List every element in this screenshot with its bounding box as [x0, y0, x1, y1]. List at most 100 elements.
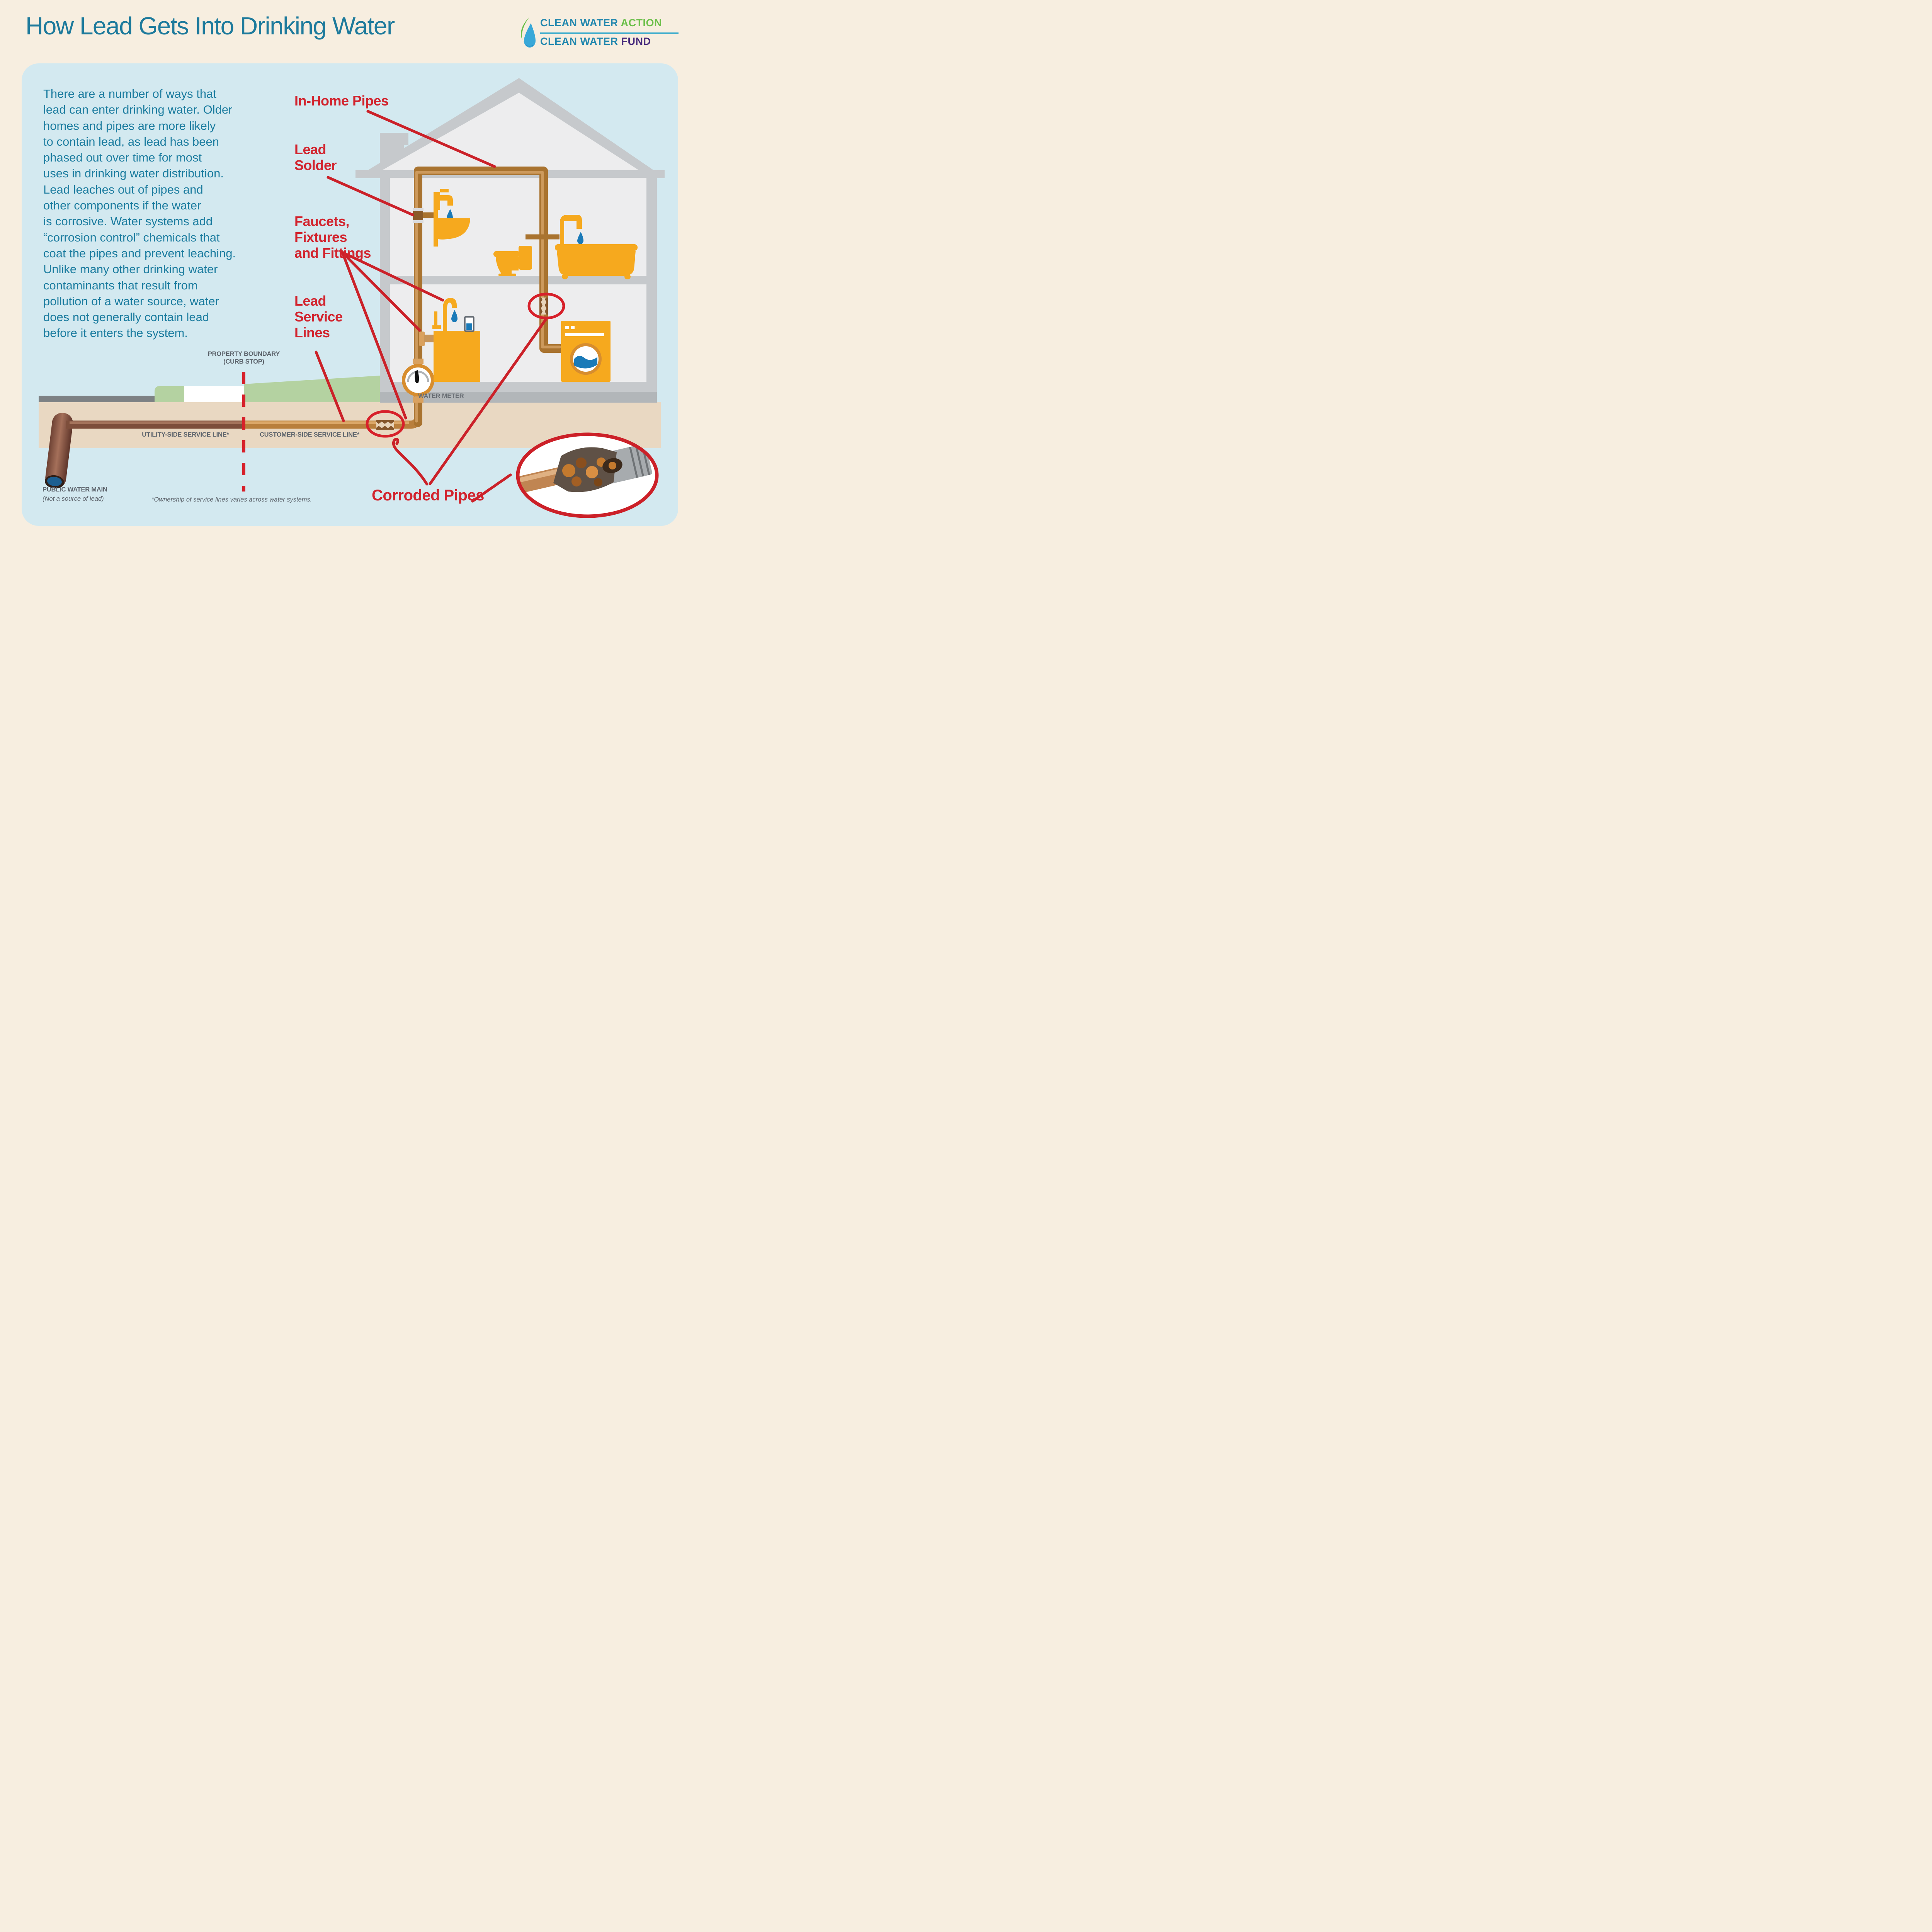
drop-shape: [524, 23, 536, 48]
second-floor-slab: [389, 276, 646, 284]
intro-line: phased out over time for most: [43, 151, 202, 165]
customer-side-label: CUSTOMER-SIDE SERVICE LINE*: [259, 431, 360, 438]
intro-line: does not generally contain lead: [43, 310, 209, 324]
downstairs-sink: [432, 298, 480, 382]
right-wall: [646, 178, 657, 391]
utility-side-label: UTILITY-SIDE SERVICE LINE*: [142, 431, 229, 438]
intro-paragraph: There are a number of ways that lead can…: [43, 86, 236, 341]
meter-dial-arc: [407, 371, 429, 382]
intro-line: before it enters the system.: [43, 326, 188, 340]
meter-needle: [415, 370, 419, 383]
leader-corroded-to-service: [392, 437, 429, 486]
water-drop-icon: [521, 17, 536, 48]
upstairs-sink: [434, 189, 470, 247]
intro-line: pollution of a water source, water: [43, 294, 219, 308]
leader-lead-solder: [327, 176, 414, 216]
meter-fitting-top: [413, 359, 423, 364]
house: [355, 78, 665, 403]
callout-line: Fixtures: [294, 229, 347, 245]
meter-fitting-bottom: [413, 396, 423, 403]
leader-fitting: [341, 251, 421, 332]
logo-clean-water-2: CLEAN WATER: [540, 36, 618, 47]
callout-corroded-pipes: Corroded Pipes: [372, 487, 484, 504]
page-title: How Lead Gets Into Drinking Water: [26, 12, 395, 40]
faucet-drip: [451, 310, 457, 322]
logo-fund: FUND: [621, 36, 651, 47]
washing-machine: [561, 321, 611, 382]
left-wall: [380, 178, 390, 391]
intro-line: other components if the water: [43, 199, 201, 213]
callout-in-home-pipes: In-Home Pipes: [294, 93, 389, 109]
intro-line: to contain lead, as lead has been: [43, 134, 219, 148]
attic-interior: [382, 93, 639, 170]
fixtures: [432, 189, 638, 382]
corroded-riser-circle: [527, 293, 565, 320]
water-meter: [402, 359, 434, 403]
corroded-pipe-photo: [516, 432, 659, 518]
corroded-service-segment: [376, 420, 394, 430]
intro-line: “corrosion control” chemicals that: [43, 230, 220, 244]
public-water-main: [45, 413, 73, 489]
intro-line: There are a number of ways that: [43, 87, 217, 100]
leader-corroded-to-photo: [471, 473, 512, 503]
intro-line: Lead leaches out of pipes and: [43, 182, 203, 196]
leader-lead-service-line: [315, 350, 345, 422]
tee-fitting: [419, 332, 434, 346]
water-meter-label: WATER METER: [418, 393, 464, 400]
logo-divider: [540, 32, 679, 34]
property-boundary-label: PROPERTY BOUNDARY (CURB STOP): [174, 350, 313, 366]
public-water-main-note: (Not a source of lead): [43, 495, 104, 502]
callout-line: Lines: [294, 325, 330, 340]
water-main-pipe: [45, 413, 73, 488]
logo-clean-water-1: CLEAN WATER: [540, 17, 618, 29]
tub-drip: [577, 232, 583, 244]
grass-left: [155, 386, 184, 402]
chimney-cap: [404, 133, 408, 145]
property-boundary-line1: PROPERTY BOUNDARY: [207, 350, 280, 357]
sidewalk: [184, 386, 244, 402]
callout-lead-service-lines: Lead Service Lines: [294, 293, 343, 340]
corroded-riser-segment: [539, 298, 548, 315]
pipe-highlight: [415, 171, 561, 423]
corroded-service-circle: [366, 410, 405, 438]
house-cutaway-diagram: [39, 78, 665, 518]
intro-line: contaminants that result from: [43, 278, 198, 292]
leader-corroded-to-riser: [429, 318, 548, 485]
property-boundary-line2: (CURB STOP): [223, 358, 264, 365]
ownership-footnote: *Ownership of service lines varies acros…: [151, 496, 312, 503]
logo-action: ACTION: [621, 17, 662, 29]
intro-line: homes and pipes are more likely: [43, 119, 216, 133]
washer-water: [574, 355, 597, 369]
callout-line: Lead: [294, 293, 327, 309]
intro-line: uses in drinking water distribution.: [43, 167, 224, 180]
road-strip: [39, 396, 155, 402]
logo-line-1: CLEAN WATER ACTION: [540, 17, 662, 29]
intro-line: lead can enter drinking water. Older: [43, 103, 233, 117]
water-main-water: [47, 476, 62, 486]
leader-in-home-pipes: [366, 110, 496, 168]
public-water-main-label: PUBLIC WATER MAIN: [43, 486, 107, 493]
leaf-shape: [521, 17, 529, 40]
leader-faucet: [341, 251, 444, 302]
lead-solder-joint: [413, 208, 423, 223]
main-pipe-run: [414, 167, 565, 427]
intro-line: coat the pipes and prevent leaching.: [43, 246, 236, 260]
callout-line: Faucets,: [294, 213, 350, 229]
infographic-page: How Lead Gets Into Drinking Water CLEAN …: [0, 0, 696, 546]
callout-lead-solder: Lead Solder: [294, 141, 337, 173]
callout-leader-lines: [315, 110, 548, 503]
callout-line: Service: [294, 309, 343, 325]
toilet: [493, 246, 532, 276]
callout-line: Lead: [294, 141, 327, 157]
callout-faucets-fixtures: Faucets, Fixtures and Fittings: [294, 213, 371, 261]
leader-meter-fitting: [341, 251, 407, 420]
bathtub: [555, 215, 638, 279]
intro-line: is corrosive. Water systems add: [43, 214, 213, 228]
photo-red-ring: [516, 432, 659, 518]
intro-line: Unlike many other drinking water: [43, 262, 218, 276]
in-home-pipes: [413, 167, 565, 427]
lawn-right: [244, 376, 381, 402]
photo-rust-chunks: [562, 457, 606, 486]
callout-line: Solder: [294, 157, 337, 173]
logo-line-2: CLEAN WATER FUND: [540, 36, 651, 48]
